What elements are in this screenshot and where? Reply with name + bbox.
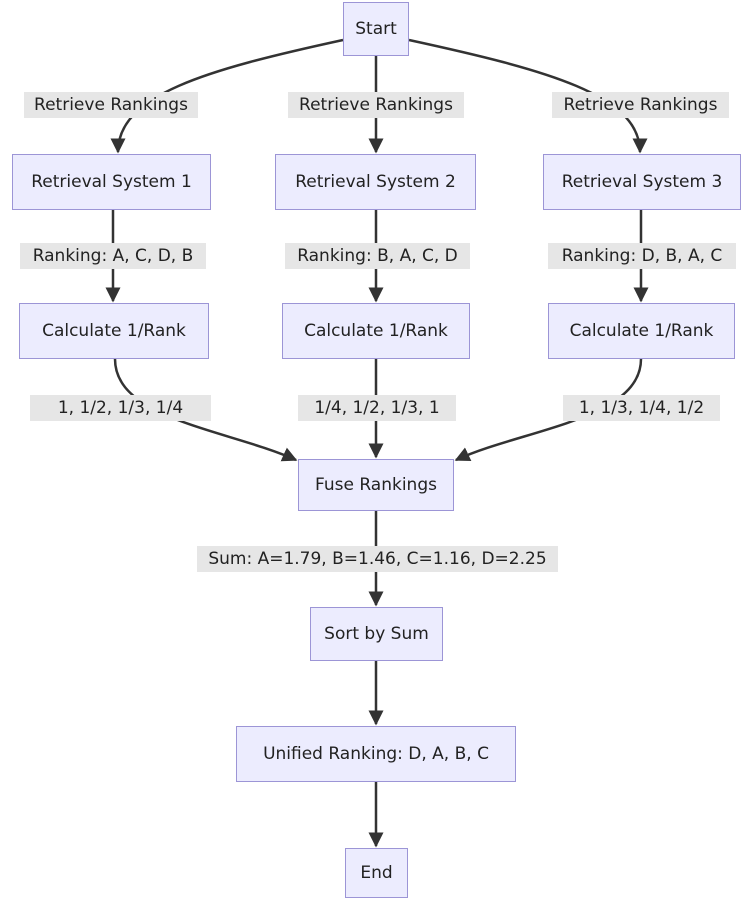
edge-label-retrieve-rankings-3: Retrieve Rankings <box>552 92 729 118</box>
node-calculate-rank-1: Calculate 1/Rank <box>19 303 209 359</box>
node-unified-ranking: Unified Ranking: D, A, B, C <box>236 726 516 782</box>
edge-label-inverse-ranks-3: 1, 1/3, 1/4, 1/2 <box>563 395 720 421</box>
node-start: Start <box>343 2 409 56</box>
edge-calculate-3-to-fuse <box>454 358 643 462</box>
node-end: End <box>345 848 408 898</box>
node-retrieval-system-2: Retrieval System 2 <box>275 154 476 210</box>
node-calculate-rank-2: Calculate 1/Rank <box>282 303 470 359</box>
node-calculate-rank-3: Calculate 1/Rank <box>548 303 735 359</box>
node-fuse-rankings: Fuse Rankings <box>298 459 454 511</box>
edge-start-to-retrieval-3 <box>408 38 648 154</box>
node-sort-by-sum: Sort by Sum <box>310 607 443 661</box>
edge-label-retrieve-rankings-2: Retrieve Rankings <box>288 92 464 118</box>
node-retrieval-system-3: Retrieval System 3 <box>543 154 741 210</box>
edge-label-sum: Sum: A=1.79, B=1.46, C=1.16, D=2.25 <box>197 546 558 572</box>
edge-label-retrieve-rankings-1: Retrieve Rankings <box>24 92 198 118</box>
edge-label-ranking-3: Ranking: D, B, A, C <box>548 243 736 269</box>
edge-calculate-1-to-fuse <box>113 358 298 462</box>
edge-label-inverse-ranks-2: 1/4, 1/2, 1/3, 1 <box>298 395 456 421</box>
edge-label-ranking-2: Ranking: B, A, C, D <box>285 243 470 269</box>
edge-label-inverse-ranks-1: 1, 1/2, 1/3, 1/4 <box>30 395 211 421</box>
edge-start-to-retrieval-1 <box>110 38 344 154</box>
node-retrieval-system-1: Retrieval System 1 <box>12 154 211 210</box>
edge-label-ranking-1: Ranking: A, C, D, B <box>20 243 206 269</box>
